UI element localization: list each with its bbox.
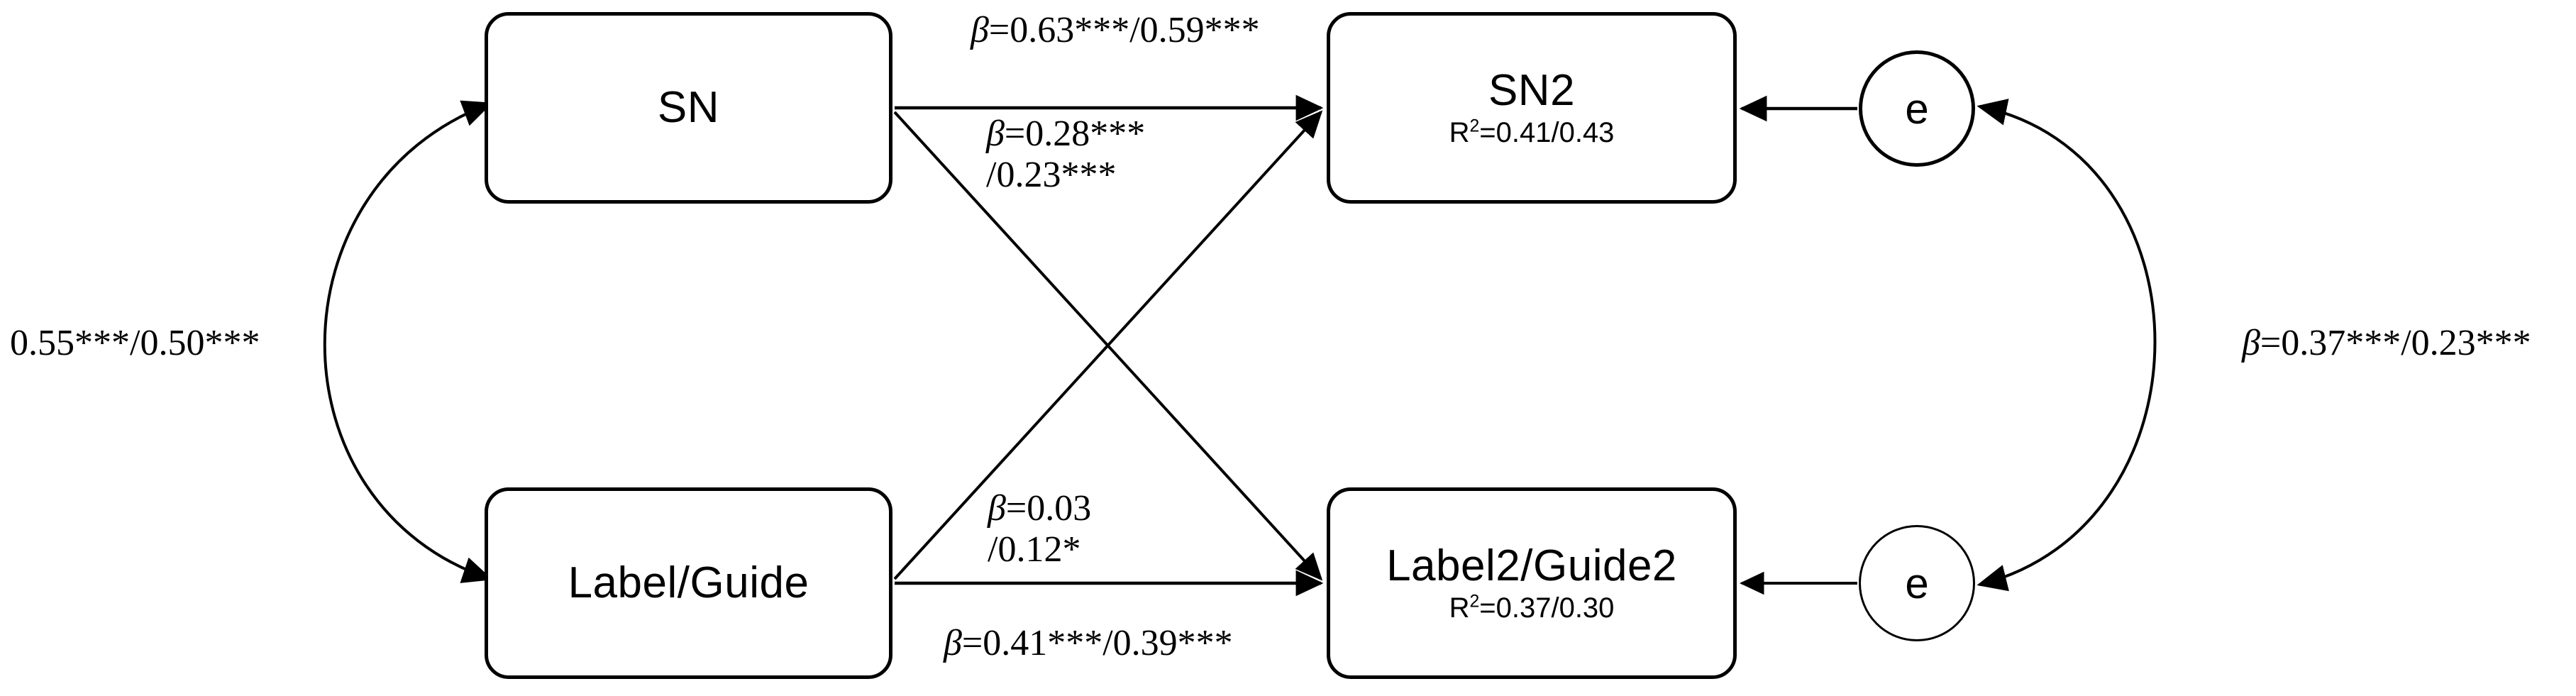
node-sn2-r-squared: R2=0.41/0.43 [1449,116,1615,148]
error-circle-bottom[interactable]: e [1859,525,1975,641]
r-exponent: 2 [1469,116,1480,136]
node-sn-label: SN [657,82,720,132]
edge-error-correlation [1977,99,2157,592]
node-sn2-label: SN2 [1488,65,1576,115]
error-circle-top-label: e [1905,84,1929,133]
node-label2-guide2-label: Label2/Guide2 [1386,541,1677,590]
r-value: =0.41/0.43 [1479,116,1615,148]
error-circle-bottom-label: e [1905,559,1929,607]
error-circle-top[interactable]: e [1859,50,1975,167]
edge-sn-corr-labelguide [323,100,493,583]
edge-labelguide-to-sn2 [893,110,1323,580]
node-label2-guide2[interactable]: Label2/Guide2 R2=0.37/0.30 [1327,487,1737,679]
node-sn2[interactable]: SN2 R2=0.41/0.43 [1327,12,1737,204]
node-sn[interactable]: SN [485,12,892,204]
node-label-guide-label: Label/Guide [568,558,809,607]
node-label-guide[interactable]: Label/Guide [485,487,892,679]
r-symbol: R [1449,592,1470,624]
edge-label-error-correlation: β=0.37***/0.23*** [2242,323,2531,363]
r-symbol: R [1449,116,1470,148]
node-label2-guide2-r-squared: R2=0.37/0.30 [1449,592,1615,624]
edge-label-sn-to-label2guide2: β=0.28***/0.23*** [986,114,1146,196]
r-exponent: 2 [1469,592,1480,612]
edge-label-labelguide-to-sn2: β=0.03/0.12* [988,488,1092,570]
edge-label-sn-to-sn2: β=0.63***/0.59*** [971,10,1260,50]
r-value: =0.37/0.30 [1479,592,1615,624]
edge-label-sn-corr-labelguide: 0.55***/0.50*** [10,323,260,363]
edge-label-labelguide-to-label2guide2: β=0.41***/0.39*** [944,623,1233,663]
